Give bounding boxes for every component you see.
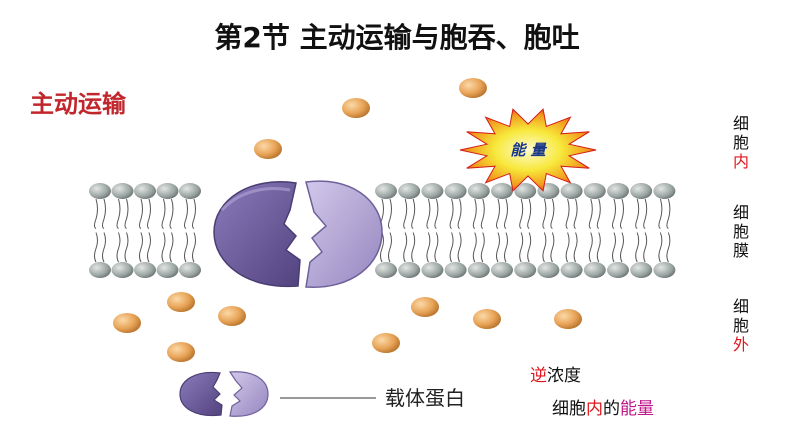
lipid-tail [161, 198, 166, 263]
energy-burst-shape [459, 108, 597, 192]
lipid-tail [411, 198, 416, 263]
label-cell-membrane: 细 胞 膜 [732, 203, 749, 260]
lipid-tail [426, 198, 431, 263]
molecules [113, 78, 582, 362]
lipid-tail [666, 198, 671, 263]
legend-carrier-icon [179, 371, 269, 417]
lipid-head [375, 262, 397, 278]
lipid-head [491, 262, 513, 278]
molecule [554, 309, 582, 329]
legend-carrier-label: 载体蛋白 [385, 386, 465, 410]
lipid-head [89, 262, 111, 278]
lipid-tail [643, 198, 648, 263]
lipid-tail [434, 198, 439, 263]
lipid-tail [184, 198, 188, 263]
label-cell-outside: 细 胞 外 [732, 297, 749, 354]
lipid-tail [550, 198, 555, 263]
lipid-bilayer [89, 183, 676, 278]
molecule [167, 292, 195, 312]
lipid-head [630, 262, 653, 278]
lipid-tail [94, 198, 98, 263]
lipid-head [653, 183, 676, 199]
lipid-tail [192, 198, 196, 263]
lipid-head [583, 262, 606, 278]
carrier-protein [213, 180, 383, 288]
lipid-tail [472, 198, 477, 263]
lipid-tail [169, 198, 174, 263]
lipid-head [583, 183, 606, 199]
lipid-head [467, 262, 490, 278]
lipid-tail [480, 198, 485, 263]
lipid-head [89, 183, 111, 199]
lipid-head [514, 262, 537, 278]
molecule [372, 333, 400, 353]
lipid-head [537, 262, 560, 278]
label-cell-inside: 细 胞 内 [732, 114, 749, 171]
lipid-tail [388, 198, 392, 263]
lipid-head [156, 262, 179, 278]
molecule [473, 309, 501, 329]
carrier-protein-right-half [305, 180, 383, 288]
lipid-tail [596, 198, 601, 263]
molecule [254, 139, 282, 159]
molecule [411, 297, 439, 317]
lipid-head [630, 183, 653, 199]
page-title: 第2节 主动运输与胞吞、胞吐 [214, 21, 580, 54]
lipid-head [179, 262, 201, 278]
carrier-protein-left-half [213, 181, 301, 288]
legend-energy-source: 细胞内的能量 [552, 399, 654, 419]
lipid-head [111, 262, 134, 278]
lipid-head [491, 183, 513, 199]
lipid-head [421, 183, 444, 199]
energy-burst: 能 量 [459, 108, 597, 192]
lipid-head [156, 183, 179, 199]
lipid-tail [573, 198, 578, 263]
lipid-tail [457, 198, 462, 263]
lipid-tail [635, 198, 640, 263]
lipid-head [444, 183, 467, 199]
lipid-head [514, 183, 537, 199]
lipid-head [421, 262, 444, 278]
lipid-tail [588, 198, 593, 263]
molecule [167, 342, 195, 362]
lipid-tail [102, 198, 106, 263]
lipid-head [607, 183, 629, 199]
legend-gradient: 逆浓度 [530, 366, 581, 386]
lipid-tail [449, 198, 454, 263]
molecule [113, 313, 141, 333]
lipid-head [398, 262, 421, 278]
lipid-tail [519, 198, 524, 263]
lipid-tail [116, 198, 121, 263]
lipid-tail [565, 198, 570, 263]
lipid-head [398, 183, 421, 199]
lipid-tail [403, 198, 408, 263]
lipid-tail [504, 198, 508, 263]
lipid-head [375, 183, 397, 199]
lipid-head [467, 183, 490, 199]
molecule [218, 306, 246, 326]
lipid-tail [496, 198, 500, 263]
lipid-head [134, 183, 156, 199]
lipid-head [560, 262, 583, 278]
lipid-tail [147, 198, 151, 263]
lipid-head [179, 183, 201, 199]
lipid-tail [658, 198, 663, 263]
lipid-tail [139, 198, 143, 263]
energy-label: 能 量 [510, 141, 547, 159]
lipid-head [607, 262, 629, 278]
section-subtitle: 主动运输 [30, 90, 126, 118]
lipid-tail [124, 198, 129, 263]
molecule [459, 78, 487, 98]
lipid-head [111, 183, 134, 199]
lipid-tail [612, 198, 616, 263]
lipid-head [134, 262, 156, 278]
lipid-tail [620, 198, 624, 263]
lipid-head [560, 183, 583, 199]
lipid-tail [527, 198, 532, 263]
lipid-head [653, 262, 676, 278]
molecule [342, 98, 370, 118]
lipid-tail [542, 198, 547, 263]
lipid-head [444, 262, 467, 278]
